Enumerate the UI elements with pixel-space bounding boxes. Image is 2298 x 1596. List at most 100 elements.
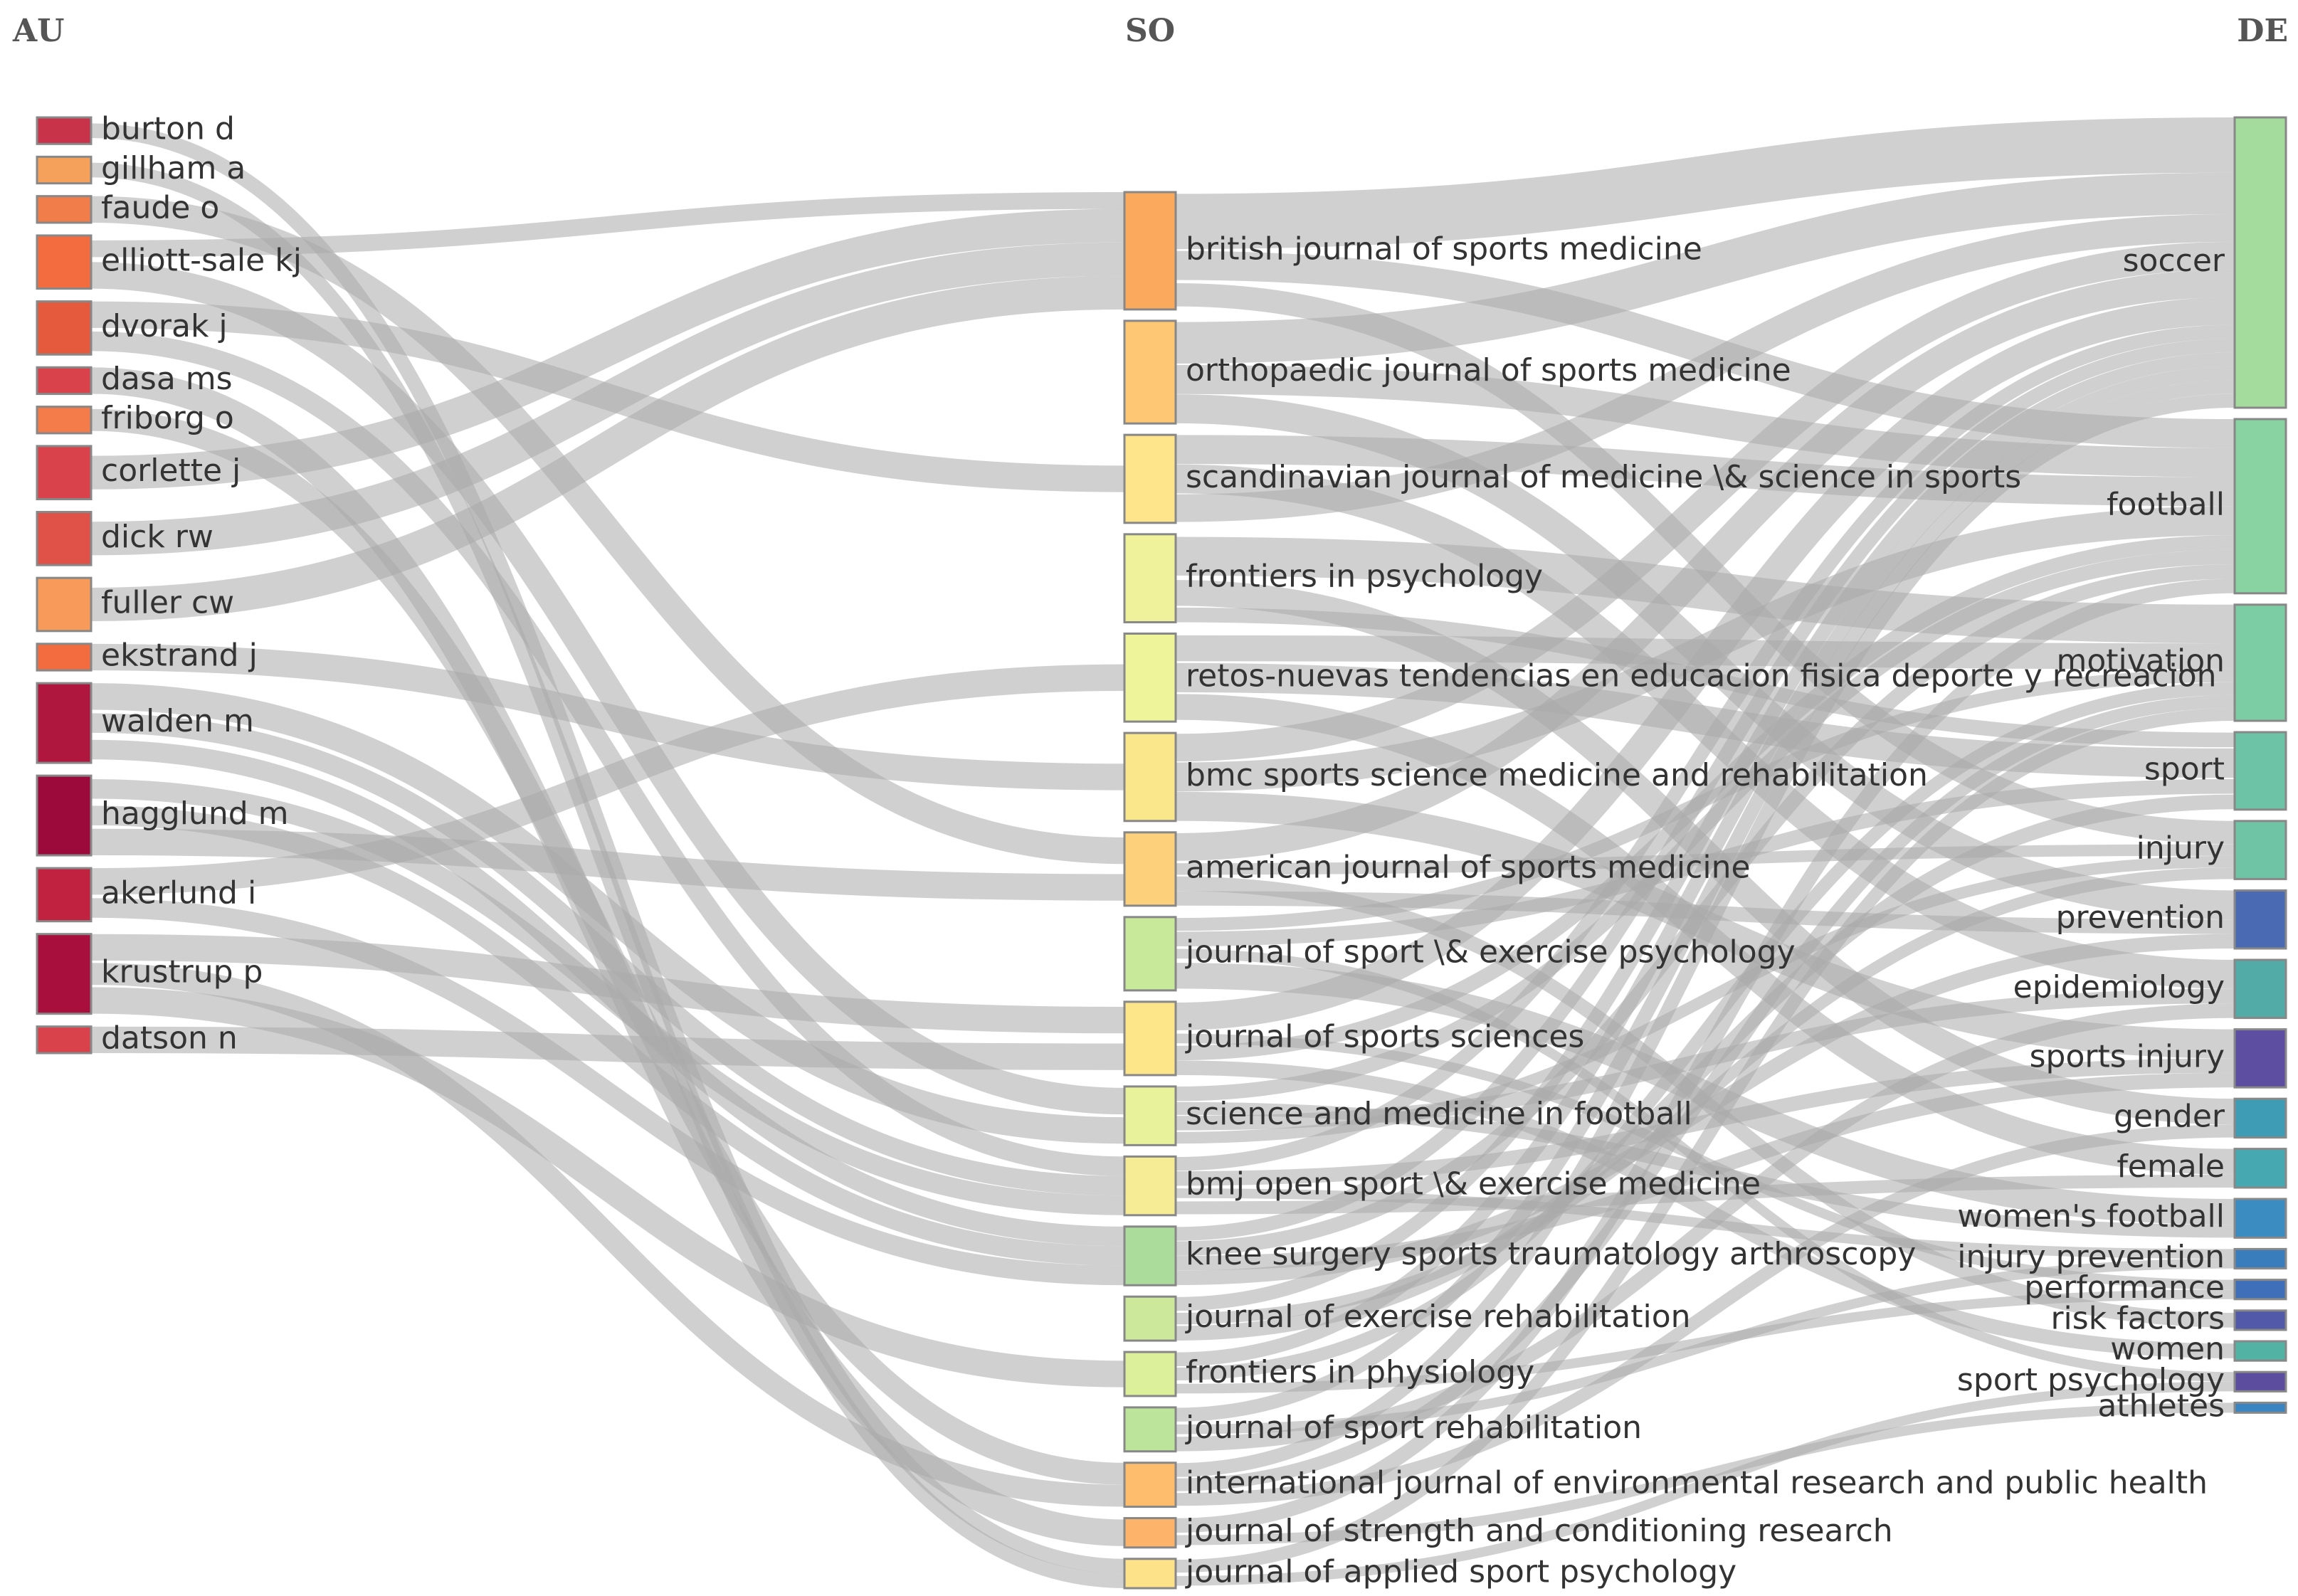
node-label-fphys: frontiers in physiology <box>1186 1354 1534 1390</box>
sankey-link-jscr-football <box>1175 578 2235 1533</box>
sankey-node-ojsm <box>1123 319 1177 425</box>
sankey-link-bmjopen-sports-injury <box>1175 1058 2235 1186</box>
sankey-node-akerlund-i <box>36 867 93 923</box>
sankey-link-datson-n-jss <box>90 1026 1125 1070</box>
sankey-link-elliott-sale-kj-bjsm <box>90 191 1125 258</box>
node-label-elliott-sale-kj: elliott-sale kj <box>101 242 302 278</box>
node-label-ojsm: orthopaedic journal of sports medicine <box>1186 352 1791 389</box>
sankey-node-dasa-ms <box>36 366 93 396</box>
node-label-jsep: journal of sport \& exercise psychology <box>1185 934 1796 970</box>
node-label-fpsy: frontiers in psychology <box>1186 559 1543 595</box>
node-label-injury: injury <box>2136 830 2225 867</box>
node-label-friborg-o: friborg o <box>101 400 234 436</box>
sankey-link-akerlund-i-kssta <box>90 898 1125 1286</box>
node-label-bmjopen: bmj open sport \& exercise medicine <box>1186 1166 1761 1203</box>
sankey-node-hagglund-m <box>36 774 93 857</box>
sankey-node-sport <box>2233 731 2287 811</box>
sankey-link-bjsm-soccer <box>1175 117 2235 250</box>
node-label-sports-injury: sports injury <box>2030 1038 2225 1074</box>
sankey-node-burton-d <box>36 116 93 145</box>
sankey-link-dick-rw-bjsm <box>90 242 1125 556</box>
node-label-motivation: motivation <box>2056 643 2225 679</box>
nodes-layer <box>36 116 2287 1590</box>
sankey-link-walden-m-smf <box>90 683 1125 1144</box>
sankey-link-sjmss-football <box>1175 435 2235 507</box>
sankey-node-athletes <box>2233 1401 2287 1414</box>
sankey-link-ijerph-motivation <box>1175 694 2235 1491</box>
sankey-link-ijerph-gender <box>1175 1124 2235 1506</box>
sankey-link-ajsm-soccer <box>1175 269 2235 861</box>
sankey-link-kssta-soccer <box>1175 338 2235 1241</box>
sankey-node-gender <box>2233 1097 2287 1139</box>
sankey-node-corlette-j <box>36 445 93 501</box>
node-label-walden-m: walden m <box>101 703 254 739</box>
sankey-link-jsr-soccer <box>1175 380 2235 1422</box>
sankey-node-fphys <box>1123 1351 1177 1397</box>
node-label-sport-psychology: sport psychology <box>1957 1362 2225 1398</box>
node-label-fuller-cw: fuller cw <box>101 585 234 621</box>
node-label-football: football <box>2107 486 2225 522</box>
sankey-link-krustrup-p-ijerph <box>90 963 1125 1507</box>
node-label-dasa-ms: dasa ms <box>101 361 233 397</box>
node-label-prevention: prevention <box>2056 899 2225 936</box>
sankey-node-soccer <box>2233 116 2287 409</box>
sankey-node-jasp <box>1123 1558 1177 1590</box>
sankey-link-kssta-prevention <box>1175 934 2235 1286</box>
sankey-link-krustrup-p-jss <box>90 934 1125 1034</box>
sankey-node-ijerph <box>1123 1462 1177 1508</box>
sankey-node-dvorak-j <box>36 300 93 356</box>
sankey-node-fpsy <box>1123 533 1177 623</box>
sankey-node-friborg-o <box>36 406 93 435</box>
sankey-node-sjmss <box>1123 433 1177 524</box>
sankey-link-krustrup-p-fphys <box>90 987 1125 1388</box>
sankey-node-kssta <box>1123 1225 1177 1286</box>
sankey-link-walden-m-bmjopen <box>90 713 1125 1196</box>
sankey-node-jscr <box>1123 1517 1177 1549</box>
node-label-risk-factors: risk factors <box>2050 1300 2225 1336</box>
node-label-kssta: knee surgery sports traumatology arthros… <box>1186 1236 1916 1272</box>
sankey-node-krustrup-p <box>36 933 93 1015</box>
sankey-link-jss-soccer <box>1175 297 2235 1030</box>
sankey-link-jss-women <box>1175 1060 2235 1358</box>
node-label-burton-d: burton d <box>101 111 235 147</box>
node-label-performance: performance <box>2024 1269 2225 1306</box>
column-header-de: DE <box>2237 13 2288 49</box>
sankey-link-hagglund-m-bmjopen <box>90 779 1125 1215</box>
sankey-node-womens-football <box>2233 1198 2287 1239</box>
sankey-link-bmc-soccer <box>1175 241 2235 762</box>
node-label-sjmss: scandinavian journal of medicine \& scie… <box>1186 459 2021 495</box>
sankey-node-jsr <box>1123 1406 1177 1453</box>
sankey-node-motivation <box>2233 603 2287 722</box>
sankey-node-sport-psychology <box>2233 1370 2287 1392</box>
sankey-node-performance <box>2233 1279 2287 1301</box>
sankey-node-retos <box>1123 632 1177 723</box>
sankey-node-injury <box>2233 820 2287 880</box>
sankey-node-sports-injury <box>2233 1028 2287 1089</box>
sankey-link-hagglund-m-ajsm <box>90 828 1125 901</box>
sankey-node-prevention <box>2233 889 2287 950</box>
node-label-dick-rw: dick rw <box>101 519 214 555</box>
sankey-node-bmc <box>1123 731 1177 823</box>
sankey-link-jasp-sport-psychology <box>1175 1381 2235 1586</box>
sankey-link-ekstrand-j-bmc <box>90 643 1125 791</box>
node-label-gillham-a: gillham a <box>101 150 246 186</box>
sankey-node-bjsm <box>1123 191 1177 311</box>
sankey-link-retos-sport <box>1175 662 2235 778</box>
sankey-node-risk-factors <box>2233 1309 2287 1331</box>
node-label-hagglund-m: hagglund m <box>101 796 288 832</box>
sankey-node-walden-m <box>36 682 93 764</box>
sankey-link-fphys-motivation <box>1175 682 2235 1381</box>
node-label-ajsm: american journal of sports medicine <box>1186 849 1751 885</box>
sankey-link-jscr-athletes <box>1175 1402 2235 1545</box>
sankey-link-ijerph-soccer <box>1175 393 2235 1477</box>
node-label-jss: journal of sports sciences <box>1185 1018 1584 1055</box>
sankey-node-jss <box>1123 1000 1177 1077</box>
sankey-node-football <box>2233 418 2287 595</box>
node-label-datson-n: datson n <box>101 1020 238 1056</box>
sankey-link-fphys-soccer <box>1175 366 2235 1367</box>
sankey-node-ajsm <box>1123 831 1177 907</box>
node-label-ekstrand-j: ekstrand j <box>101 637 258 673</box>
